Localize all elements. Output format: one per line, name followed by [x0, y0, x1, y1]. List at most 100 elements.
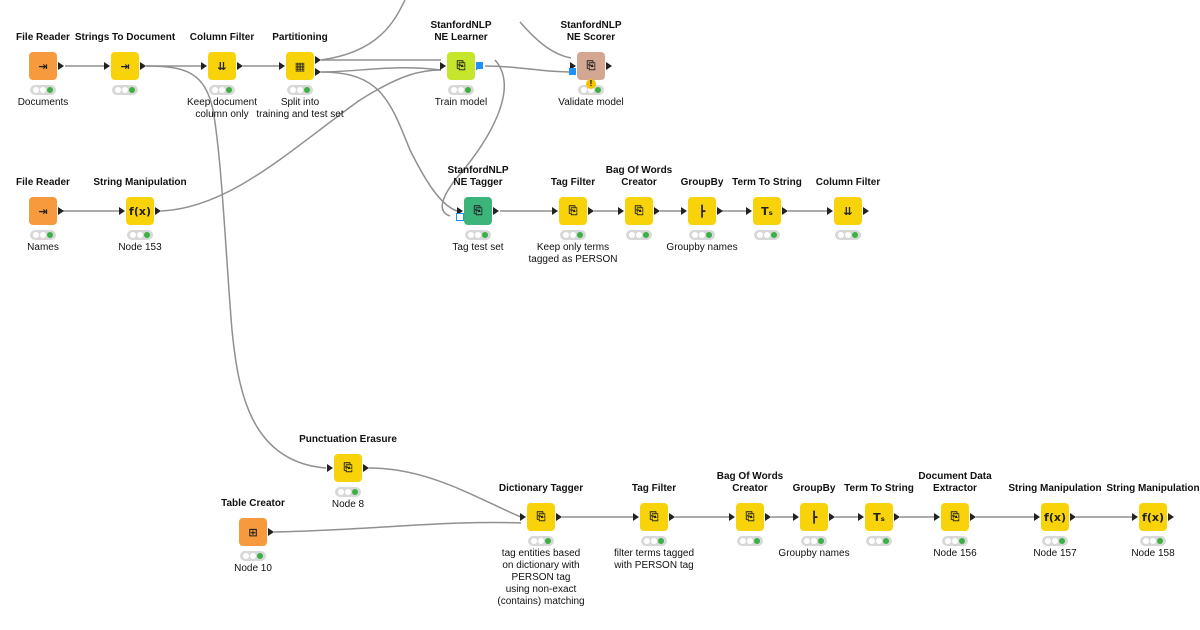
output-port[interactable]	[268, 528, 274, 536]
input-port[interactable]	[827, 207, 833, 215]
node-bow-creator-1[interactable]: ⎘	[618, 197, 660, 240]
connection[interactable]	[484, 65, 571, 73]
connection[interactable]	[519, 21, 572, 59]
node-annotation[interactable]: tag entities based on dictionary with PE…	[497, 548, 585, 607]
input-port[interactable]	[201, 62, 207, 70]
connection[interactable]	[273, 521, 522, 533]
connection[interactable]	[368, 467, 522, 518]
output-port[interactable]	[493, 207, 499, 215]
node-column-filter-2[interactable]: ⇊	[827, 197, 869, 240]
node-dictionary-tagger[interactable]: ⎘	[520, 503, 562, 546]
connection[interactable]	[160, 69, 442, 212]
node-groupby-2[interactable]: ┣	[793, 503, 835, 546]
input-port[interactable]	[552, 207, 558, 215]
input-port[interactable]	[793, 513, 799, 521]
input-port[interactable]	[457, 207, 463, 215]
node-table-creator[interactable]: ⊞	[239, 518, 274, 561]
input-port[interactable]	[1132, 513, 1138, 521]
connection[interactable]	[320, 0, 406, 61]
node-ne-learner[interactable]: ⎘	[440, 52, 483, 95]
model-input-port[interactable]	[456, 213, 464, 221]
output-port[interactable]	[58, 62, 64, 70]
input-port[interactable]	[934, 513, 940, 521]
input-port[interactable]	[618, 207, 624, 215]
node-annotation[interactable]: Node 10	[234, 563, 272, 574]
node-annotation[interactable]: Node 156	[933, 548, 977, 559]
input-port[interactable]	[633, 513, 639, 521]
output-port[interactable]	[363, 464, 369, 472]
output-port[interactable]	[315, 56, 321, 64]
node-string-manipulation-2[interactable]: f(x)	[1034, 503, 1076, 546]
node-strings-to-document[interactable]: ⇥	[104, 52, 146, 95]
input-port[interactable]	[440, 62, 446, 70]
model-input-port[interactable]	[569, 68, 576, 75]
output-port[interactable]	[654, 207, 660, 215]
node-annotation[interactable]: Keep document column only	[186, 97, 258, 120]
connection[interactable]	[320, 71, 458, 212]
node-annotation[interactable]: Keep only terms tagged as PERSON	[528, 242, 618, 265]
input-port[interactable]	[681, 207, 687, 215]
node-annotation[interactable]: Node 158	[1131, 548, 1175, 559]
output-port[interactable]	[556, 513, 562, 521]
node-file-reader-2[interactable]: ⇥	[29, 197, 64, 240]
output-port[interactable]	[58, 207, 64, 215]
model-output-port[interactable]	[476, 62, 483, 69]
input-port[interactable]	[104, 62, 110, 70]
output-port[interactable]	[894, 513, 900, 521]
node-annotation[interactable]: Groupby names	[778, 548, 850, 559]
output-port[interactable]	[863, 207, 869, 215]
node-partitioning[interactable]: ▦	[279, 52, 321, 95]
node-term-to-string-2[interactable]: Tₛ	[858, 503, 900, 546]
node-term-to-string-1[interactable]: Tₛ	[746, 197, 788, 240]
node-annotation[interactable]: Node 157	[1033, 548, 1077, 559]
output-port[interactable]	[669, 513, 675, 521]
output-port[interactable]	[829, 513, 835, 521]
node-string-manipulation-3[interactable]: f(x)	[1132, 503, 1174, 546]
output-port[interactable]	[588, 207, 594, 215]
output-port[interactable]	[155, 207, 161, 215]
node-annotation[interactable]: Tag test set	[452, 242, 504, 253]
input-port[interactable]	[520, 513, 526, 521]
node-groupby-1[interactable]: ┣	[681, 197, 723, 240]
node-annotation[interactable]: Groupby names	[666, 242, 738, 253]
node-ne-tagger[interactable]: ⎘	[456, 197, 499, 240]
input-port[interactable]	[746, 207, 752, 215]
input-port[interactable]	[729, 513, 735, 521]
node-annotation[interactable]: Node 153	[118, 242, 162, 253]
node-annotation[interactable]: Names	[27, 242, 59, 253]
output-port[interactable]	[717, 207, 723, 215]
node-tag-filter-2[interactable]: ⎘	[633, 503, 675, 546]
node-annotation[interactable]: Split into training and test set	[256, 97, 344, 120]
output-port[interactable]	[315, 68, 321, 76]
connection[interactable]	[320, 67, 442, 73]
input-port[interactable]	[327, 464, 333, 472]
output-port[interactable]	[1168, 513, 1174, 521]
node-column-filter-1[interactable]: ⇊	[201, 52, 243, 95]
node-annotation[interactable]: filter terms tagged with PERSON tag	[613, 548, 695, 571]
output-port[interactable]	[765, 513, 771, 521]
connection[interactable]	[145, 65, 327, 469]
node-string-manipulation-1[interactable]: f(x)	[119, 197, 161, 240]
input-port[interactable]	[570, 62, 576, 70]
output-port[interactable]	[970, 513, 976, 521]
input-port[interactable]	[279, 62, 285, 70]
node-annotation[interactable]: Train model	[434, 97, 488, 108]
node-punctuation-erasure[interactable]: ⎘	[327, 454, 369, 497]
node-ne-scorer[interactable]: ⎘!	[569, 52, 612, 95]
input-port[interactable]	[119, 207, 125, 215]
output-port[interactable]	[237, 62, 243, 70]
connection[interactable]	[441, 59, 505, 217]
node-bow-creator-2[interactable]: ⎘	[729, 503, 771, 546]
output-port[interactable]	[140, 62, 146, 70]
node-annotation[interactable]: Documents	[17, 97, 69, 108]
input-port[interactable]	[1034, 513, 1040, 521]
node-tag-filter-1[interactable]: ⎘	[552, 197, 594, 240]
node-document-data-extractor[interactable]: ⎘	[934, 503, 976, 546]
output-port[interactable]	[606, 62, 612, 70]
node-annotation[interactable]: Node 8	[331, 499, 365, 510]
node-annotation[interactable]: Validate model	[558, 97, 624, 108]
output-port[interactable]	[782, 207, 788, 215]
output-port[interactable]	[1070, 513, 1076, 521]
input-port[interactable]	[858, 513, 864, 521]
